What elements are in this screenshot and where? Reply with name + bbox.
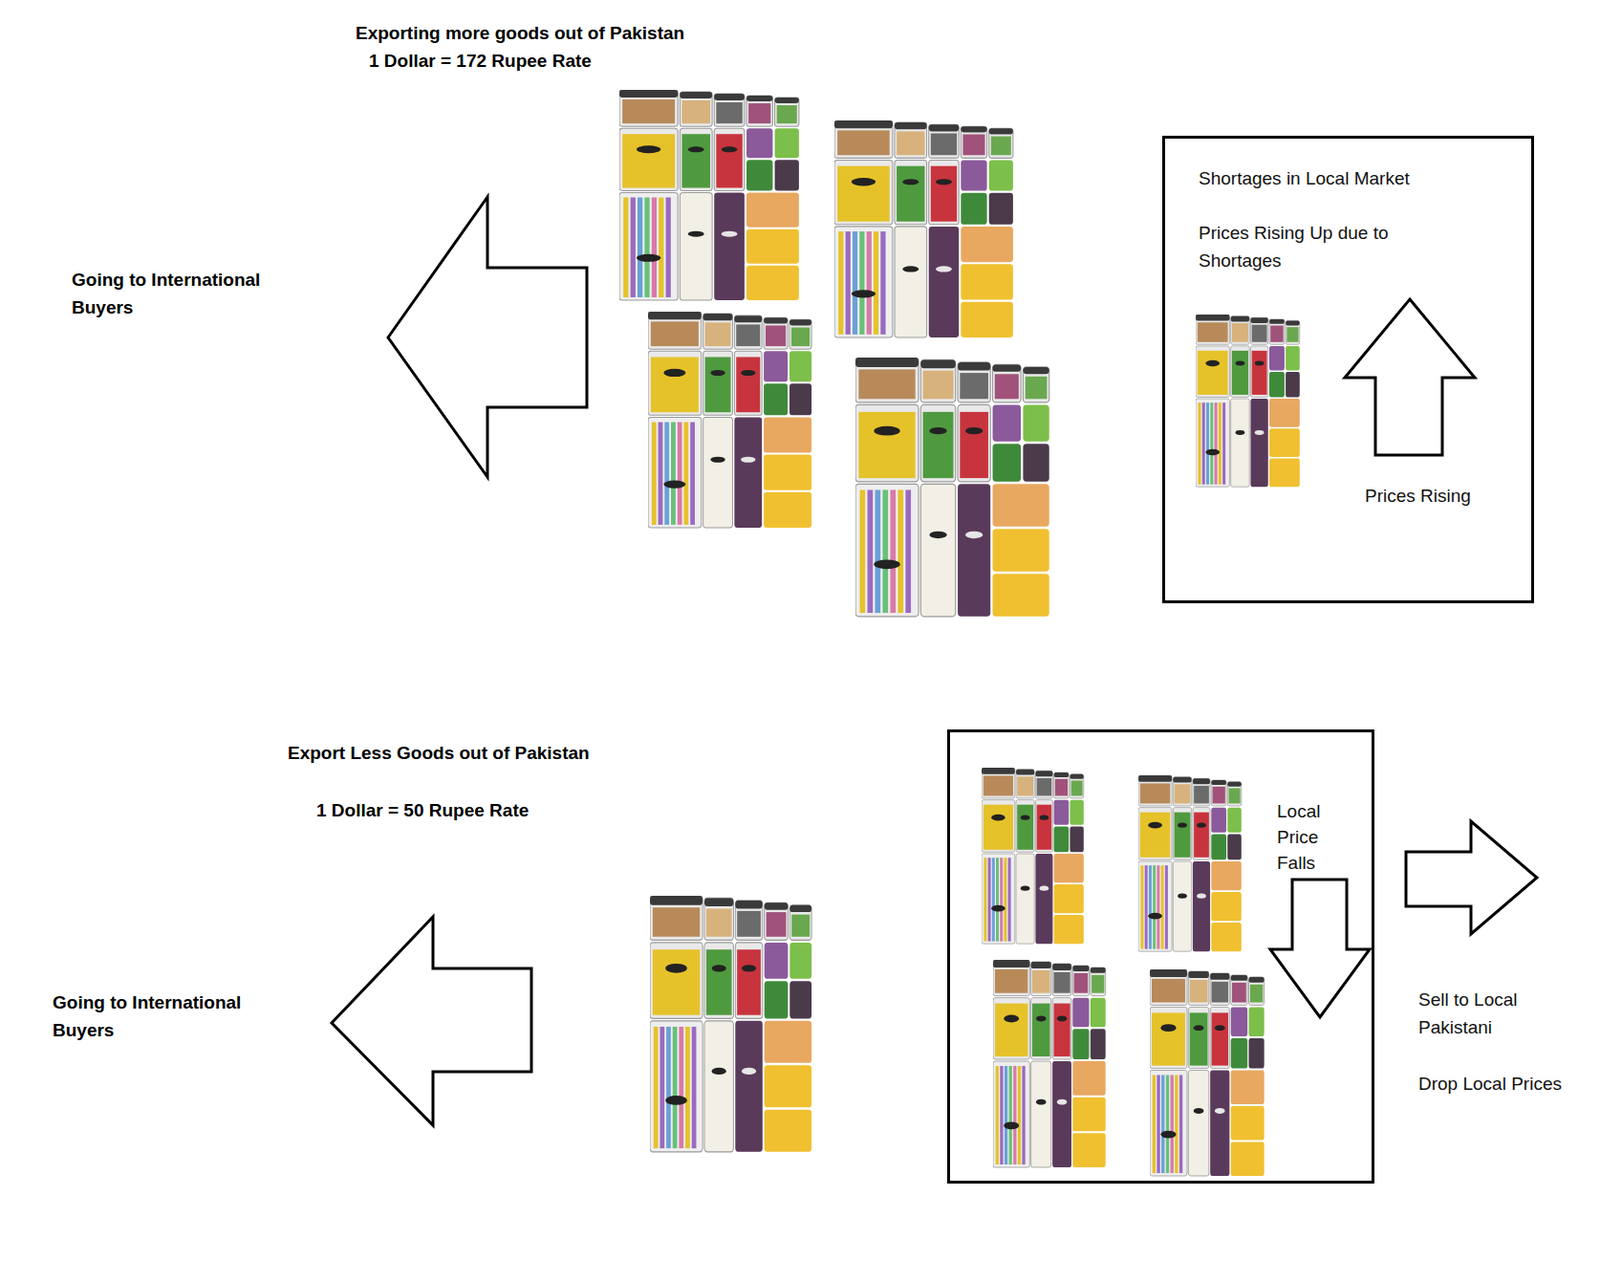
box-text: Prices Rising [1364, 481, 1471, 510]
shortage-box: Shortages in Local MarketPrices Rising U… [1162, 135, 1535, 604]
storage-containers [981, 767, 1084, 944]
storage-containers [993, 959, 1106, 1168]
block-arrow [1270, 879, 1370, 1017]
note-text: Sell to Local Pakistani [1418, 985, 1553, 1041]
storage-containers [619, 89, 800, 301]
section-heading: Exporting more goods out of Pakistan [355, 19, 685, 47]
box-text: Prices Rising Up due to Shortages [1198, 218, 1419, 275]
local-market-box: Local Price Falls [947, 729, 1375, 1184]
exchange-rate: 1 Dollar = 50 Rupee Rate [316, 796, 529, 824]
storage-containers [649, 895, 812, 1152]
storage-containers [1149, 969, 1265, 1176]
destination-label: Going to International Buyers [71, 265, 302, 322]
exchange-rate: 1 Dollar = 172 Rupee Rate [368, 46, 592, 75]
box-text: Local Price Falls [1276, 798, 1354, 876]
destination-label: Going to International Buyers [52, 988, 282, 1044]
box-text: Shortages in Local Market [1198, 164, 1410, 193]
note-text: Drop Local Prices [1418, 1069, 1562, 1098]
storage-containers [855, 357, 1050, 617]
storage-containers [1195, 314, 1300, 487]
block-arrow [331, 916, 532, 1125]
block-arrow [388, 196, 587, 477]
storage-containers [834, 120, 1014, 338]
block-arrow [1405, 821, 1537, 934]
section-heading: Export Less Goods out of Pakistan [287, 738, 590, 767]
storage-containers [648, 311, 812, 528]
storage-containers [1138, 775, 1242, 952]
block-arrow [1344, 299, 1475, 455]
